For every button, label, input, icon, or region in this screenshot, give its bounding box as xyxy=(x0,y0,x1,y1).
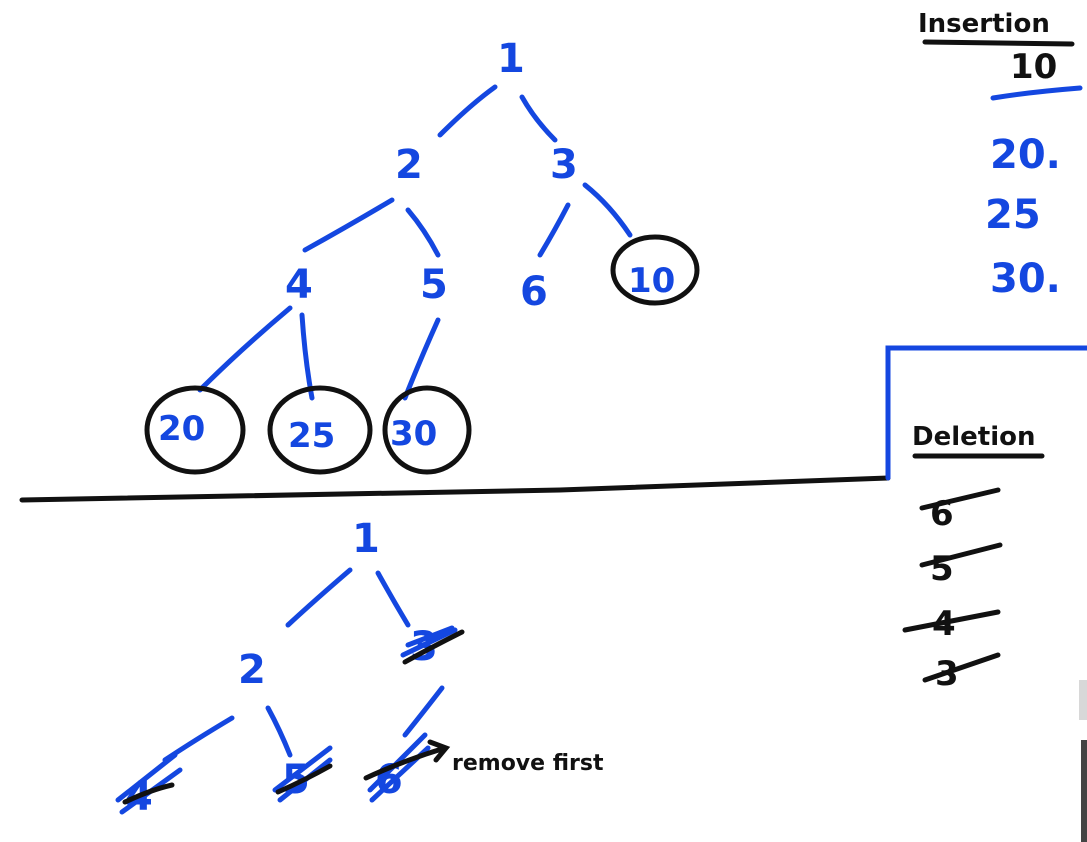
insertion-item-30: 30. xyxy=(990,256,1061,302)
edge-2-4 xyxy=(302,197,395,253)
edge-1-3 xyxy=(519,94,558,143)
scribble-node-3 xyxy=(400,625,458,658)
bottom-node-2: 2 xyxy=(238,647,266,693)
strike-node-3 xyxy=(402,629,465,665)
edge-4-25 xyxy=(299,312,315,401)
edge-1-2 xyxy=(437,84,498,138)
remove-first-annotation: remove first xyxy=(452,751,604,776)
insertion-item-25: 25 xyxy=(985,192,1041,238)
insertion-title: Insertion xyxy=(918,9,1050,39)
insertion-title-underline xyxy=(922,39,1075,47)
edge-b-2-5 xyxy=(265,705,293,758)
tree-node-4: 4 xyxy=(285,262,313,308)
edge-3-10 xyxy=(582,182,633,238)
edge-b-3-6 xyxy=(402,685,445,738)
bottom-node-1: 1 xyxy=(352,516,380,562)
bottom-tree: 1 2 3 4 5 6 remove first xyxy=(115,516,604,820)
top-tree: 1 2 3 4 5 6 10 20 25 30 xyxy=(144,36,700,475)
insertion-item-20: 20. xyxy=(990,132,1061,178)
tree-node-2: 2 xyxy=(395,142,423,188)
circle-node-30 xyxy=(382,385,472,475)
deletion-panel: Deletion 6 5 4 3 xyxy=(902,422,1045,694)
edge-2-5 xyxy=(405,207,441,258)
deletion-strike-5 xyxy=(919,542,1003,568)
deletion-strike-3 xyxy=(922,652,1001,683)
circle-node-25 xyxy=(267,385,373,475)
insertion-panel: Insertion 10 20. 25 30. xyxy=(918,9,1083,302)
tree-node-1: 1 xyxy=(497,36,525,82)
tree-node-5: 5 xyxy=(420,262,448,308)
edge-mark-upper xyxy=(1079,680,1087,720)
tree-node-6: 6 xyxy=(520,269,548,315)
deletion-title: Deletion xyxy=(912,422,1035,452)
deletion-strike-4 xyxy=(902,609,1001,633)
strike-node-5 xyxy=(275,763,333,795)
divider-line xyxy=(19,475,891,503)
insertion-item-10: 10 xyxy=(1010,47,1057,87)
tree-node-20: 20 xyxy=(158,409,205,449)
edge-b-1-3 xyxy=(375,570,411,628)
tree-node-30: 30 xyxy=(390,414,437,454)
tree-node-10: 10 xyxy=(628,261,675,301)
tree-node-25: 25 xyxy=(288,416,335,456)
deletion-strike-6 xyxy=(919,487,1001,511)
remove-first-arrow xyxy=(363,739,451,781)
edge-mark-lower xyxy=(1081,740,1087,842)
edge-b-1-2 xyxy=(285,567,353,628)
circle-node-10 xyxy=(610,234,700,306)
deletion-box-border xyxy=(885,345,1087,481)
insertion-item-10-underline xyxy=(990,85,1083,101)
deletion-item-5: 5 xyxy=(930,549,954,589)
circle-node-20 xyxy=(144,385,246,475)
edge-3-6 xyxy=(537,202,571,258)
tree-node-3: 3 xyxy=(550,142,578,188)
edge-4-20 xyxy=(197,305,293,393)
strike-node-4 xyxy=(122,782,175,805)
